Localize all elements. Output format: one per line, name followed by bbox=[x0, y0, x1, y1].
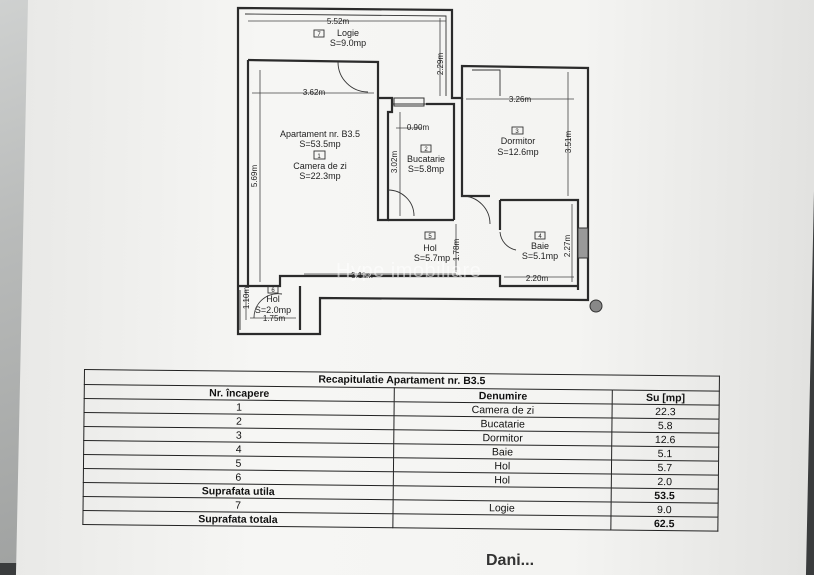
room-2-area: S=5.8mp bbox=[408, 164, 444, 174]
cell-su: 12.6 bbox=[611, 432, 719, 448]
room-2-number: 2 bbox=[424, 147, 428, 153]
dim-3-11: 3.11m bbox=[351, 271, 373, 280]
dim-1-10: 1.10m bbox=[242, 287, 251, 310]
cell-su: 5.7 bbox=[611, 460, 719, 476]
room-5-number: 5 bbox=[428, 234, 432, 240]
room-4-name: Baie bbox=[531, 241, 549, 251]
total-area-empty bbox=[392, 513, 611, 531]
room-6-area: S=2.0mp bbox=[255, 305, 291, 315]
total-area-value: 62.5 bbox=[610, 516, 718, 532]
room-3-number: 3 bbox=[515, 129, 519, 135]
dim-2-20: 2.20m bbox=[526, 274, 549, 283]
useful-area-value: 53.5 bbox=[610, 488, 719, 504]
dim-5-69: 5.69m bbox=[250, 165, 259, 188]
cell-su: 22.3 bbox=[611, 404, 720, 420]
apartment-label: Apartament nr. B3.5 bbox=[280, 129, 360, 139]
cell-su: 5.8 bbox=[611, 418, 720, 434]
cell-su: 2.0 bbox=[610, 474, 719, 490]
wall-outline bbox=[236, 6, 590, 336]
room-4-area: S=5.1mp bbox=[522, 251, 558, 261]
room-3-area: S=12.6mp bbox=[497, 147, 538, 157]
total-area-label: Suprafata totala bbox=[82, 510, 393, 528]
room-6-number: 6 bbox=[271, 288, 275, 294]
footer-text: Dani... bbox=[486, 552, 535, 569]
room-7-area: S=9.0mp bbox=[330, 38, 366, 48]
room-7-name: Logie bbox=[337, 28, 359, 38]
dim-1-75: 1.75m bbox=[263, 314, 286, 323]
dim-0-90: 0.90m bbox=[407, 123, 430, 132]
dim-3-02: 3.02m bbox=[390, 151, 399, 174]
dim-3-51: 3.51m bbox=[564, 131, 573, 154]
room-1-number: 1 bbox=[317, 154, 321, 160]
watermark: Hype imobiliare bbox=[336, 260, 482, 282]
dim-1-78: 1.78m bbox=[452, 239, 461, 262]
room-5-name: Hol bbox=[423, 243, 437, 253]
room-2-name: Bucatarie bbox=[407, 154, 445, 164]
dim-5-52: 5.52m bbox=[327, 17, 350, 26]
room-4-number: 4 bbox=[538, 234, 542, 240]
recap-table: Recapitulatie Apartament nr. B3.5 Nr. în… bbox=[82, 369, 720, 532]
room-5-area: S=5.7mp bbox=[414, 253, 450, 263]
apartment-area: S=53.5mp bbox=[299, 139, 340, 149]
room-3-name: Dormitor bbox=[501, 136, 536, 146]
floor-plan: 5.52m 2.29m 3.62m 0.90m 3.26m 3.51m 5.69… bbox=[236, 6, 603, 336]
room-6-name: Hol bbox=[266, 294, 280, 304]
room-1-name: Camera de zi bbox=[293, 161, 347, 171]
cell-su: 5.1 bbox=[611, 446, 719, 462]
dim-2-29: 2.29m bbox=[436, 53, 445, 76]
dim-2-27: 2.27m bbox=[563, 235, 572, 258]
dim-3-62: 3.62m bbox=[303, 88, 326, 97]
room-7-number: 7 bbox=[317, 32, 321, 38]
cell-su: 9.0 bbox=[610, 502, 719, 518]
header-su: Su [mp] bbox=[611, 390, 720, 406]
dim-3-26: 3.26m bbox=[509, 95, 532, 104]
room-1-area: S=22.3mp bbox=[299, 171, 340, 181]
